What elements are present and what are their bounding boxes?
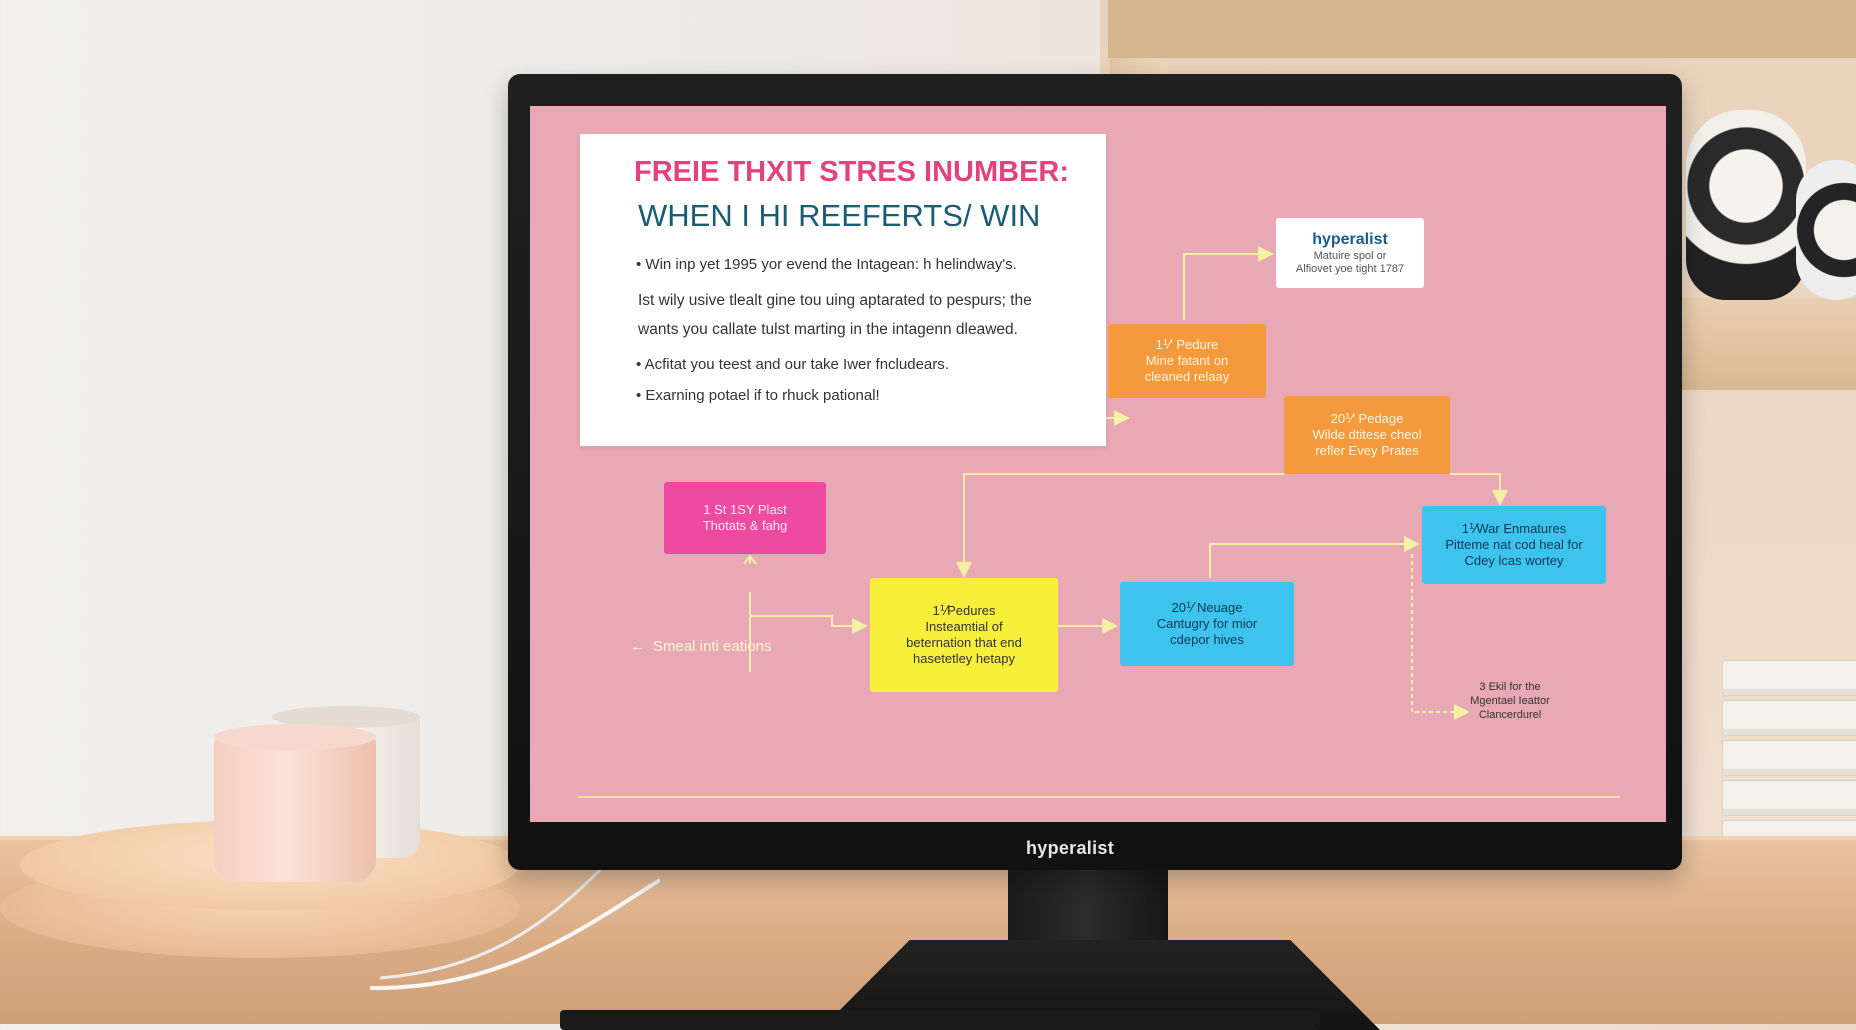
book-stack — [1722, 660, 1856, 870]
alarm-clock-decor-2 — [1796, 160, 1856, 300]
node-yellow: 1⅟Pedures Insteamtial of beternation tha… — [870, 578, 1058, 692]
slide-bullet-2: • Acfitat you teest and our take Iwer fn… — [636, 356, 949, 373]
shelf-top — [1108, 0, 1856, 58]
slide-bullet-1: • Win inp yet 1995 yor evend the Intagea… — [636, 256, 1017, 273]
slide-bullet-3: • Exarning potael if to rhuck pational! — [636, 387, 880, 404]
slide-paragraph: Ist wily usive tlealt gine tou uing apta… — [638, 286, 1032, 344]
node-hyperalist: hyperalist Matuire spol or Alfiovet yoe … — [1276, 218, 1424, 288]
arrow-left-icon: ← — [630, 638, 645, 655]
slide-text-card: FREIE THXIT STRES INUMBER: WHEN I HI REE… — [580, 134, 1106, 446]
monitor-brand-label: hyperalist — [1025, 838, 1115, 858]
mug-white-rim — [272, 706, 420, 728]
side-label-text: Smeal inti eations — [653, 638, 772, 655]
mug-pink-rim — [214, 724, 376, 750]
node-hyperalist-title: hyperalist — [1312, 231, 1388, 248]
slide-paragraph-line-1: Ist wily usive tlealt gine tou uing apta… — [638, 292, 1032, 309]
node-orange-1: 1⅟' Pedure Mine fatant on cleaned relaay — [1108, 324, 1266, 398]
node-pink: 1 St 1SY Plast Thotats & fahg — [664, 482, 826, 554]
node-note: 3 Ekil for the Mgentael Ieattor Clancerd… — [1470, 681, 1550, 721]
keyboard — [560, 1010, 1320, 1030]
slide-paragraph-line-2: wants you callate tulst marting in the i… — [638, 321, 1018, 338]
slide-subtitle: WHEN I HI REEFERTS/ WIN — [638, 198, 1041, 233]
slide-bottom-rule — [578, 796, 1620, 798]
monitor-screen: FREIE THXIT STRES INUMBER: WHEN I HI REE… — [530, 106, 1666, 822]
mug-pink — [214, 732, 376, 882]
node-hyperalist-sub: Matuire spol or Alfiovet yoe tight 1787 — [1295, 250, 1405, 275]
node-blue-2: 1⅟War Enmatures Pitteme nat cod heal for… — [1422, 506, 1606, 584]
flowchart-connectors — [743, 246, 1508, 720]
node-blue-1: 20⅟ Neuage Cantugry for mior cdepor hive… — [1120, 582, 1294, 666]
side-label: ← Smeal inti eations — [630, 638, 771, 655]
node-orange-2: 20⅟' Pedage Wilde dtitese cheol refler E… — [1284, 396, 1450, 474]
cable — [369, 870, 660, 991]
slide-title: FREIE THXIT STRES INUMBER: — [634, 156, 1070, 188]
alarm-clock-decor — [1686, 110, 1806, 300]
